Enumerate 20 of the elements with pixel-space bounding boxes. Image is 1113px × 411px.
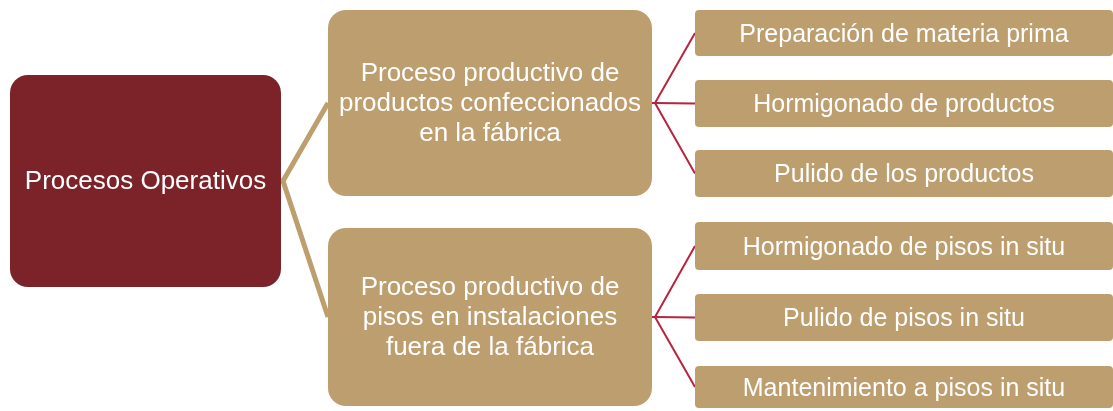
box-text: Procesos Operativos [24, 166, 267, 196]
box-text: Hormigonado de pisos in situ [742, 231, 1066, 261]
connector-line [651, 102, 696, 175]
process-box [328, 228, 652, 406]
box-text: Hormigonado de productos [753, 89, 1055, 118]
box-text: Pulido de los productos [774, 159, 1034, 188]
box-text: Mantenimiento a pisos in situ [742, 372, 1066, 402]
box-text: Proceso productivo de pisos en instalaciones fuera de la fábrica [359, 272, 621, 362]
step-box [695, 222, 1113, 270]
step-box [695, 150, 1113, 197]
process-box [10, 75, 281, 287]
step-box [695, 294, 1113, 341]
process-box [328, 10, 652, 196]
box-text: Proceso productivo de productos confeccionados en la fábrica [337, 58, 643, 148]
box-text: Preparación de materia prima [739, 18, 1069, 48]
connector-line [651, 316, 696, 388]
step-box [695, 10, 1113, 56]
box-text: Pulido de pisos in situ [783, 303, 1025, 332]
step-box [695, 80, 1113, 127]
step-box [695, 366, 1113, 408]
